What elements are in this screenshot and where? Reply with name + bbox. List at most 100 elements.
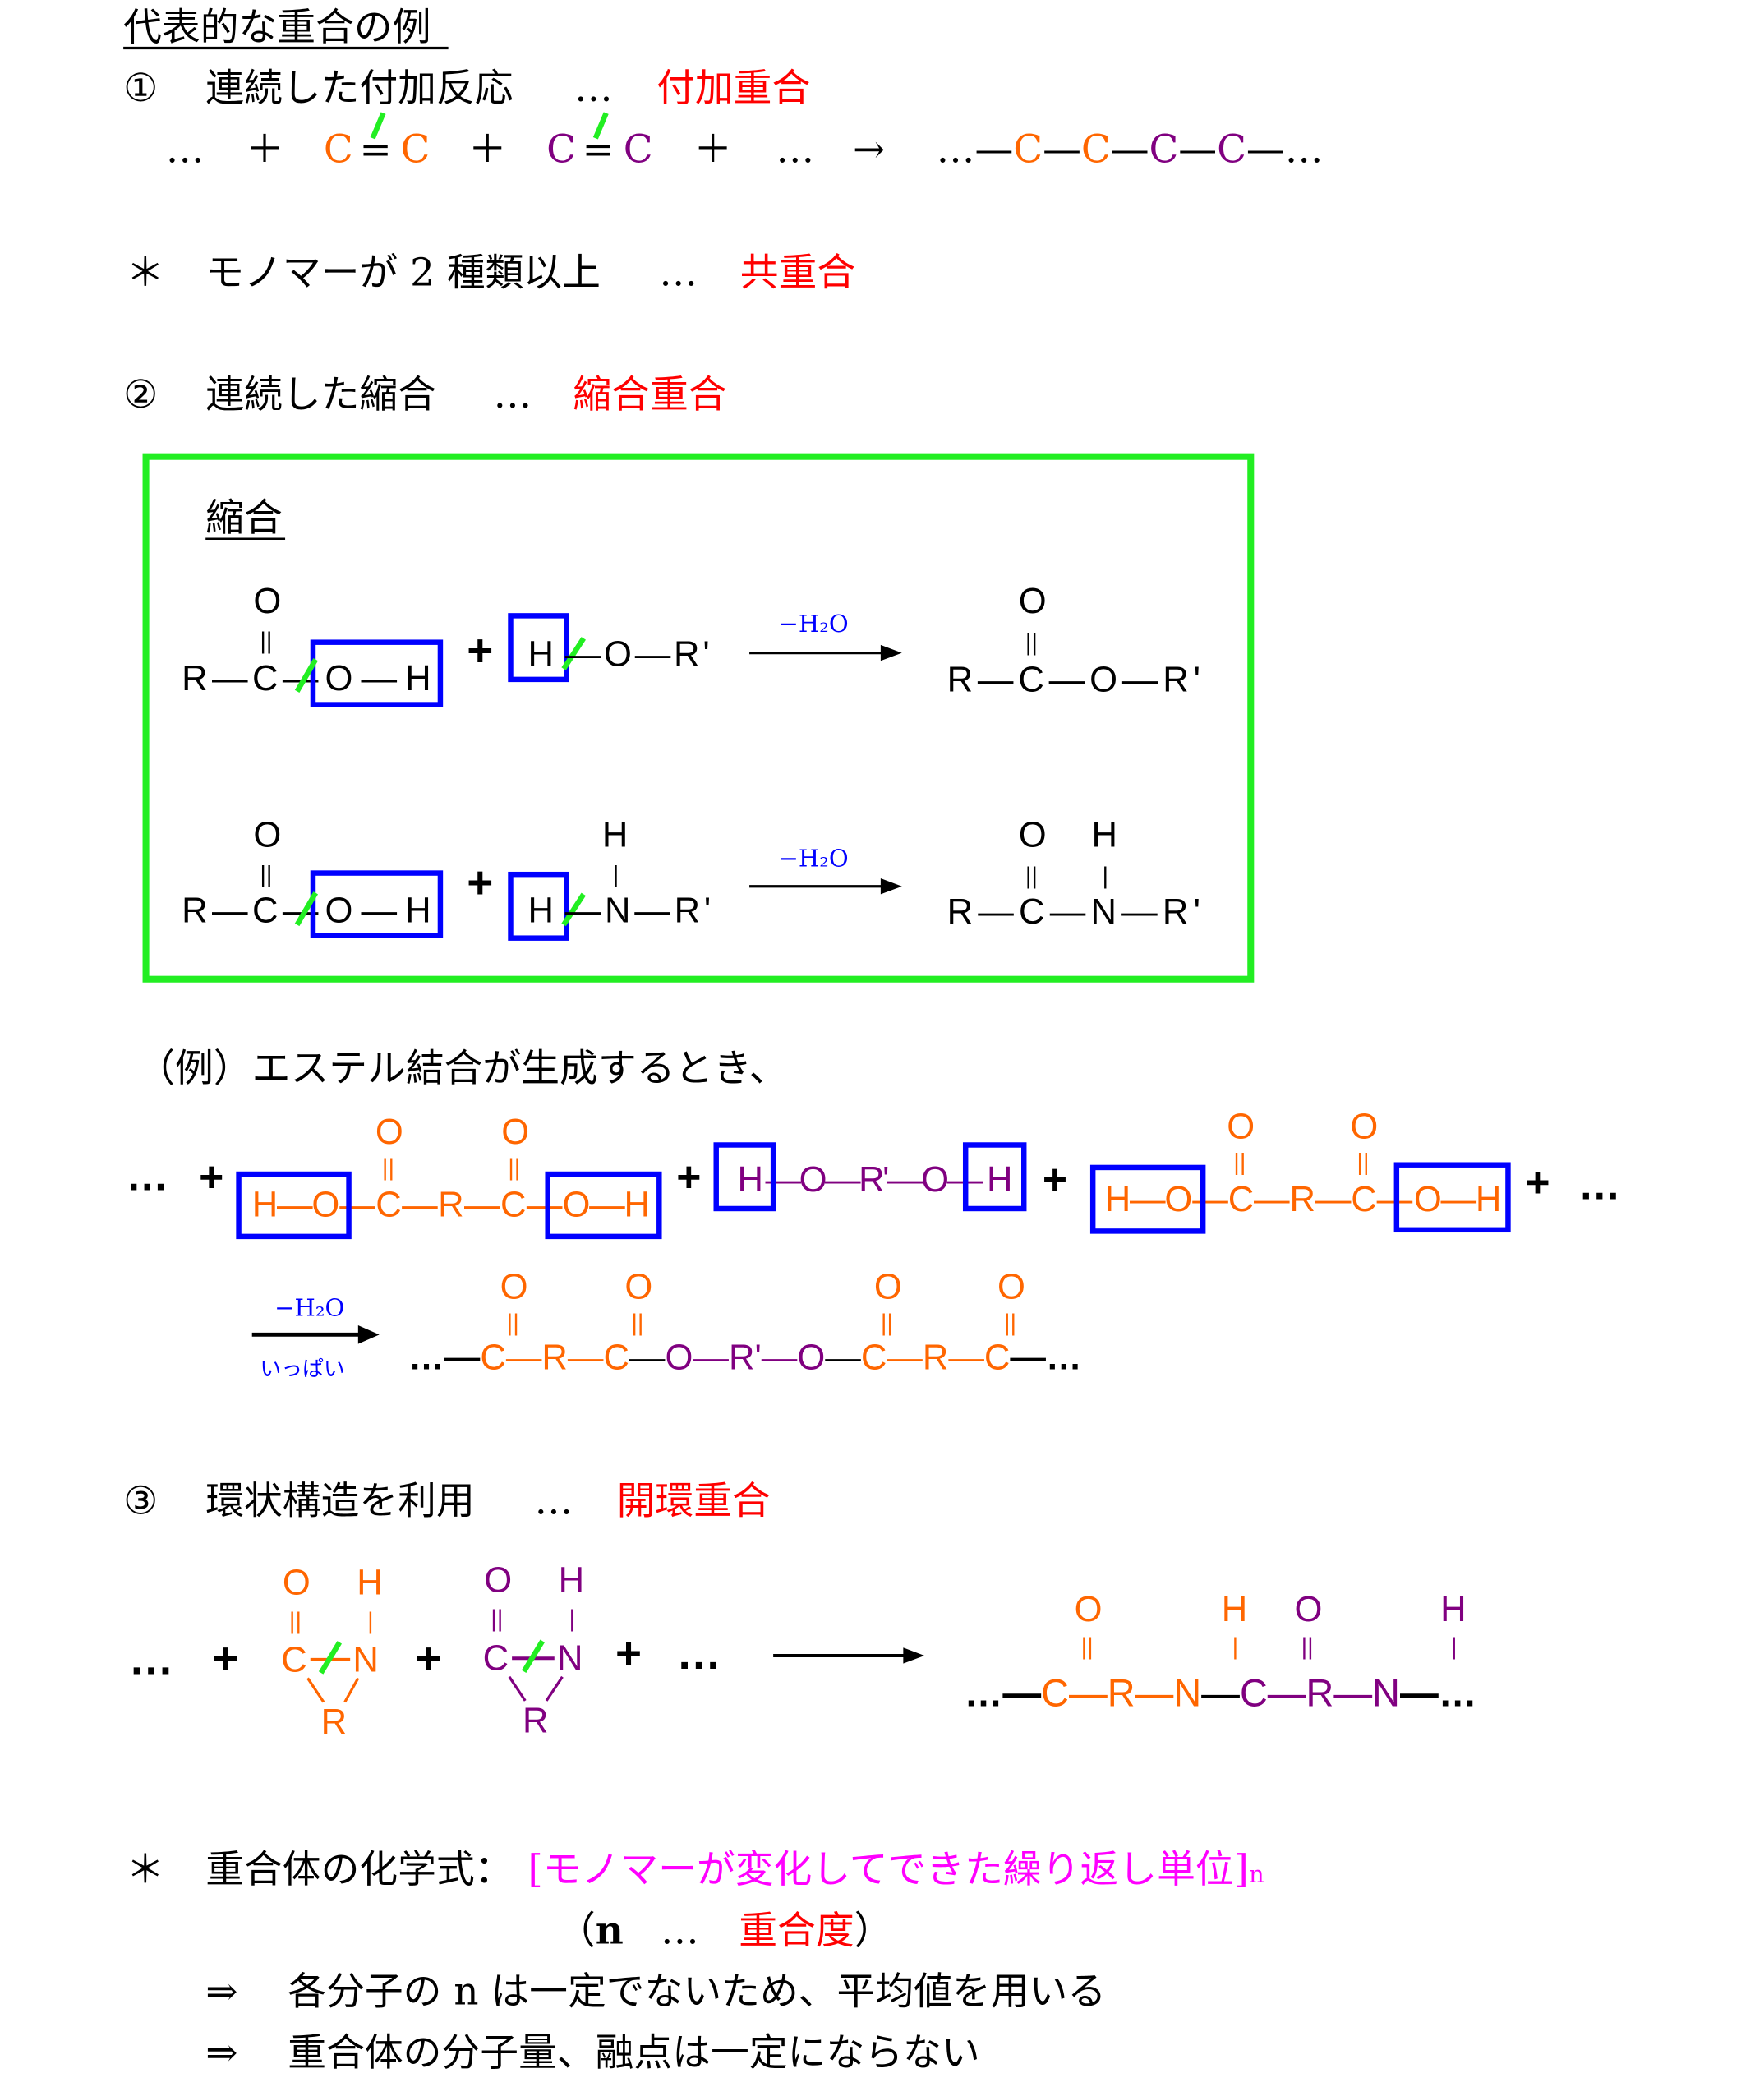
section1-number: ① [123, 67, 158, 111]
plus: + [199, 1153, 223, 1200]
acid-oh: O—H [562, 1186, 650, 1225]
double-bond: || [1081, 1633, 1094, 1660]
copoly-label: モノマーが 2 種類以上 [205, 251, 601, 295]
section1-label: 連続した付加反応 [205, 67, 513, 111]
monomer2-c2: C [624, 127, 653, 172]
break-mark-icon [294, 891, 318, 927]
eq-plus: ＋ [246, 127, 284, 172]
section1-term: 付加重合 [656, 67, 810, 111]
section3-label: 環状構造を利用 [205, 1479, 475, 1523]
amide-reaction: O || R—C— O—H + H H | —N—R' −H₂O O H || … [182, 815, 1200, 941]
section2-dots: … [494, 373, 532, 417]
double-bond: || [289, 1609, 302, 1635]
ring-o: O [283, 1564, 311, 1603]
double-bond: || [1025, 863, 1038, 889]
ester-reaction: O || R—C— O—H + H —O—R' −H₂O O || R—C—O—… [182, 582, 1200, 707]
section3-number: ③ [123, 1479, 158, 1523]
double-bond: || [631, 1310, 643, 1336]
plus: + [1043, 1155, 1067, 1203]
condition-label: −H₂O [779, 844, 849, 872]
amide-h: H [1222, 1590, 1247, 1629]
acid-oh: O—H [325, 659, 431, 698]
eq-dots: … [776, 127, 814, 172]
double-bond: || [382, 1155, 394, 1182]
note-text: 重合体の分子量、融点は一定にならない [288, 2031, 979, 2075]
single-bond: | [367, 1609, 374, 1635]
monomer1-c1: C [324, 127, 353, 172]
double-bond: || [507, 1310, 519, 1336]
carbonyl-o: O [624, 1268, 652, 1307]
green-frame [142, 453, 1255, 983]
break-mark-icon [592, 112, 609, 140]
carbonyl-o: O [1075, 1590, 1103, 1629]
polyamide-chain: …—C—R—N—C—R—N—… [965, 1671, 1477, 1714]
plus: + [676, 1153, 701, 1200]
ring-bond [343, 1677, 360, 1703]
carbonyl-o: O [874, 1268, 902, 1307]
section1-dots: … [574, 67, 613, 111]
plus: + [467, 857, 493, 908]
single-bond: | [1102, 863, 1108, 889]
carbonyl-o: O [375, 1113, 403, 1152]
product-carbonyl-o: O [1019, 582, 1047, 621]
ring-r: R [321, 1702, 347, 1742]
copoly-term: 共重合 [740, 251, 855, 295]
removed-group-box [545, 1171, 662, 1240]
double-bond: || [1025, 629, 1038, 656]
repeat-unit: [モノマーが変化してできた繰り返し単位]n [527, 1848, 1264, 1892]
plus: + [615, 1628, 642, 1679]
condensation-box: 縮合 O || R—C— O—H + H —O—R' −H₂O O || R—C… [142, 453, 1255, 983]
condition-below: いっぱい [260, 1357, 344, 1381]
degree-note: （n…重合度） [557, 1908, 892, 1953]
monomer1-c2: C [401, 127, 431, 172]
example-label: （例）エステル結合が生成するとき、 [136, 1047, 787, 1091]
carbonyl-o: O [253, 815, 281, 855]
plus: + [212, 1633, 238, 1684]
ring-n: N [352, 1640, 378, 1679]
double-bond: || [260, 629, 272, 655]
alcohol-rest: —O—R' [565, 635, 710, 675]
section2-number: ② [123, 373, 158, 417]
amine-top-h: H [602, 815, 628, 855]
eq-plus: ＋ [468, 127, 507, 172]
polyester-product: −H₂O いっぱい …—C—R—C—O—R'—O—C—R—C—… O || O … [251, 1268, 1082, 1381]
break-mark-icon [294, 658, 318, 693]
formula-label: 重合体の化学式： [205, 1848, 513, 1892]
double-bond: || [1356, 1149, 1369, 1176]
carbonyl-o: O [997, 1268, 1025, 1307]
note-arrow: ⇒ [205, 2031, 237, 2075]
carbonyl-o: O [1350, 1107, 1378, 1146]
diol-h: H [987, 1160, 1012, 1200]
single-bond: | [569, 1606, 576, 1632]
polyester-reactants: … + H—O —C—R—C— O—H O || O || + H —O—R'—… [126, 1107, 1621, 1240]
single-bond: | [1232, 1633, 1239, 1660]
double-bond: || [881, 1310, 893, 1336]
carbonyl-o: O [1295, 1590, 1323, 1629]
ring-o: O [484, 1561, 512, 1601]
dots: … [126, 1151, 168, 1199]
section3-dots: … [535, 1479, 573, 1523]
dots: … [676, 1628, 721, 1679]
condition-label: −H₂O [274, 1294, 344, 1322]
removed-group-box [1393, 1162, 1511, 1233]
copoly-dots: … [659, 251, 698, 295]
removed-h-box [508, 613, 569, 683]
eq-dots: … [166, 127, 205, 172]
acid-middle: —C—R—C— [339, 1186, 563, 1225]
note-arrow: ⇒ [205, 1970, 237, 2015]
break-mark-icon [521, 1639, 546, 1674]
lactam-monomer-1: O H || | C N R [281, 1564, 382, 1743]
copoly-mark: ＊ [126, 251, 164, 295]
ring-h: H [357, 1564, 382, 1603]
removed-group-box [236, 1171, 352, 1240]
ring-bond [306, 1677, 325, 1703]
ring-c: C [281, 1640, 306, 1679]
acid-left: R—C— [182, 659, 319, 698]
amine-rest: —N—R' [565, 891, 712, 930]
double-bond: || [1301, 1633, 1314, 1660]
break-mark-icon [370, 112, 386, 140]
page-title: 代表的な重合の例 [123, 6, 431, 50]
note-text: 各分子の n は一定でないため、平均値を用いる [288, 1970, 1106, 2015]
double-bond: || [1233, 1149, 1246, 1176]
